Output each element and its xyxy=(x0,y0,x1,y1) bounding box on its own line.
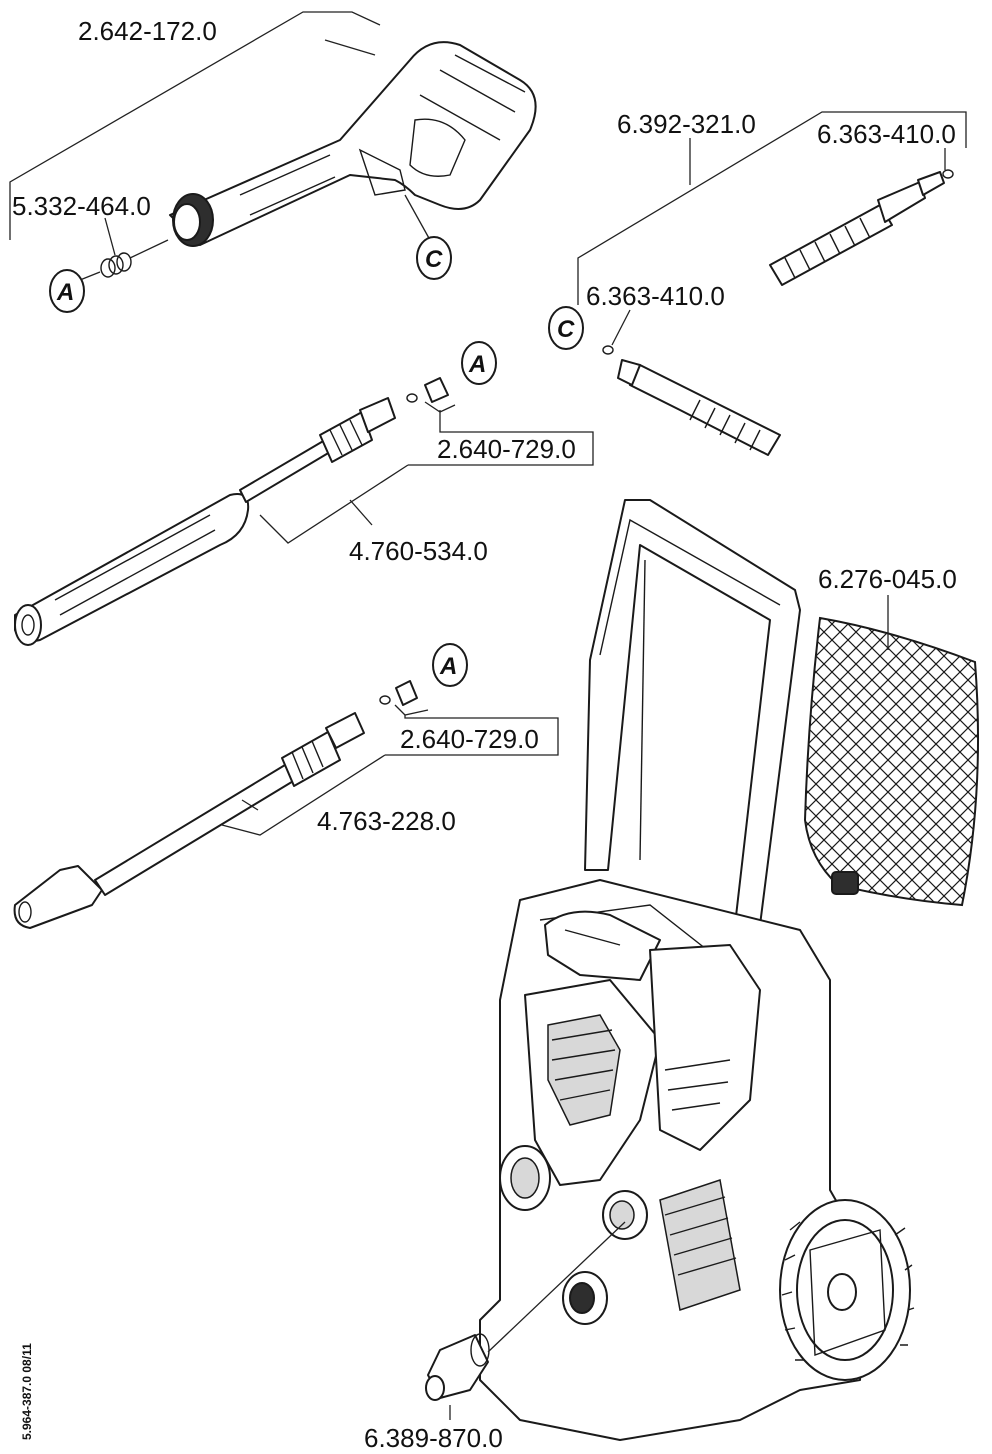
leader-vario-lance xyxy=(259,464,409,544)
doc-number: 5.964-387.0 08/11 xyxy=(20,1343,34,1440)
svg-text:A: A xyxy=(468,351,486,378)
svg-text:C: C xyxy=(557,316,575,343)
filter-bag xyxy=(803,616,980,907)
svg-text:A: A xyxy=(439,653,457,680)
label-dirt-oring: 2.640-729.0 xyxy=(400,724,539,754)
label-inlet-coupling: 6.389-870.0 xyxy=(364,1423,503,1453)
leader-gun-spring xyxy=(104,217,116,256)
callout-a-gun: A xyxy=(49,269,85,313)
high-pressure-hose xyxy=(602,169,954,458)
callout-a-vario: A xyxy=(461,341,497,385)
label-hose: 6.392-321.0 xyxy=(617,109,756,139)
callout-c-gun: C xyxy=(416,236,452,280)
leader-inlet xyxy=(487,1221,626,1353)
label-vario-oring: 2.640-729.0 xyxy=(437,434,576,464)
callout-c-hose: C xyxy=(548,306,584,350)
svg-text:C: C xyxy=(425,246,443,273)
leader-hose xyxy=(577,111,967,305)
label-gun-spring: 5.332-464.0 xyxy=(12,191,151,221)
label-gun: 2.642-172.0 xyxy=(78,16,217,46)
leader-dirt-oring xyxy=(385,715,559,756)
label-hose-oring-bottom: 6.363-410.0 xyxy=(586,281,725,311)
inlet-coupling xyxy=(425,1333,490,1401)
spray-gun xyxy=(169,41,537,247)
label-hose-oring-top: 6.363-410.0 xyxy=(817,119,956,149)
leader-vario-oring xyxy=(408,410,594,466)
dirt-blaster-lance xyxy=(13,680,418,929)
callout-a-dirt: A xyxy=(432,643,468,687)
label-filter-bag: 6.276-045.0 xyxy=(818,564,957,594)
pressure-washer-unit xyxy=(479,499,915,1441)
label-dirt-lance: 4.763-228.0 xyxy=(317,806,456,836)
label-vario-lance: 4.760-534.0 xyxy=(349,536,488,566)
gun-spring xyxy=(79,239,169,281)
svg-text:A: A xyxy=(56,279,74,306)
leader-dirt-lance xyxy=(221,754,386,836)
vario-lance xyxy=(14,377,449,646)
leader-gun xyxy=(9,11,381,240)
